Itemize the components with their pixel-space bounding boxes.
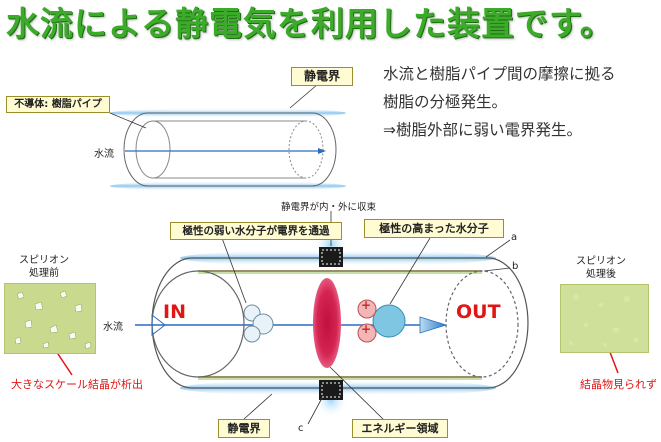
insulator-label-box: 不導体: 樹脂パイプ	[6, 96, 110, 113]
page-title: 水流による静電気を利用した装置です。	[6, 4, 614, 43]
bottom-field-label-box: 静電界	[218, 419, 270, 438]
main-pipe-outer	[151, 257, 529, 389]
leader-field-bottom	[243, 393, 273, 420]
water-flow-arrowhead	[419, 316, 448, 334]
clamp-top-pattern	[321, 249, 341, 265]
leader-b	[483, 267, 511, 272]
clamp-top	[319, 247, 343, 267]
energy-region	[313, 278, 341, 368]
leader-high-molecule	[389, 237, 431, 305]
top-leader-insulator	[109, 112, 147, 129]
energy-label-box: エネルギー領域	[352, 419, 448, 438]
marker-a: a	[511, 232, 518, 243]
main-pipe-left-inner	[151, 270, 245, 378]
field-in-out-label: 静電界が内・外に収束	[281, 202, 377, 213]
after-title-line-2: 処理後	[586, 269, 616, 280]
in-arrow	[151, 313, 166, 337]
after-smooth-texture	[561, 285, 648, 352]
after-photo	[560, 284, 649, 353]
top-pipe-left-inner	[135, 120, 171, 179]
top-water-arrowhead	[318, 148, 326, 154]
leader-energy	[329, 366, 386, 422]
leader-weak-molecule	[221, 237, 247, 304]
top-water-label: 水流	[94, 149, 114, 160]
leader-a	[485, 239, 511, 258]
before-title-line-1: スピリオン	[19, 255, 69, 266]
description-line-2: 樹脂の分極発生。	[383, 93, 508, 111]
top-pipe-outer	[123, 112, 337, 187]
leader-c	[307, 397, 323, 425]
weak-water-molecule	[243, 304, 274, 343]
clamp-bottom	[319, 380, 343, 400]
before-title-line-2: 処理前	[29, 268, 59, 279]
main-pipe-inner-green	[198, 272, 482, 380]
plus-sign-1: +	[361, 298, 372, 312]
main-pipe-right-dashed	[445, 270, 519, 378]
marker-c: c	[298, 423, 304, 434]
before-photo	[4, 283, 96, 354]
top-field-label-box: 静電界	[291, 67, 353, 86]
marker-b: b	[512, 261, 519, 272]
clamp-bottom-pattern	[321, 382, 341, 398]
after-title-line-1: スピリオン	[576, 256, 626, 267]
high-molecule-label-box: 極性の高まった水分子	[364, 219, 504, 238]
main-water-label: 水流	[103, 322, 123, 333]
weak-molecule-label-box: 極性の弱い水分子が電界を通過	[170, 222, 342, 240]
in-label: IN	[163, 301, 186, 323]
main-pipe	[135, 211, 529, 425]
out-label: OUT	[456, 301, 501, 323]
plus-sign-2: +	[361, 322, 372, 336]
description-line-3: ⇒樹脂外部に弱い電界発生。	[383, 121, 582, 139]
before-caption: 大きなスケール結晶が析出	[11, 378, 143, 391]
description-line-1: 水流と樹脂パイプ間の摩擦に拠る	[383, 65, 616, 83]
before-crystal-texture	[5, 284, 95, 353]
top-pipe-right-dashed	[288, 120, 324, 179]
high-water-molecule	[357, 299, 406, 343]
top-pipe	[109, 83, 346, 191]
top-leader-field	[289, 83, 319, 109]
after-caption: 結晶物見られず	[580, 378, 657, 391]
top-pipe-inner	[153, 120, 306, 179]
